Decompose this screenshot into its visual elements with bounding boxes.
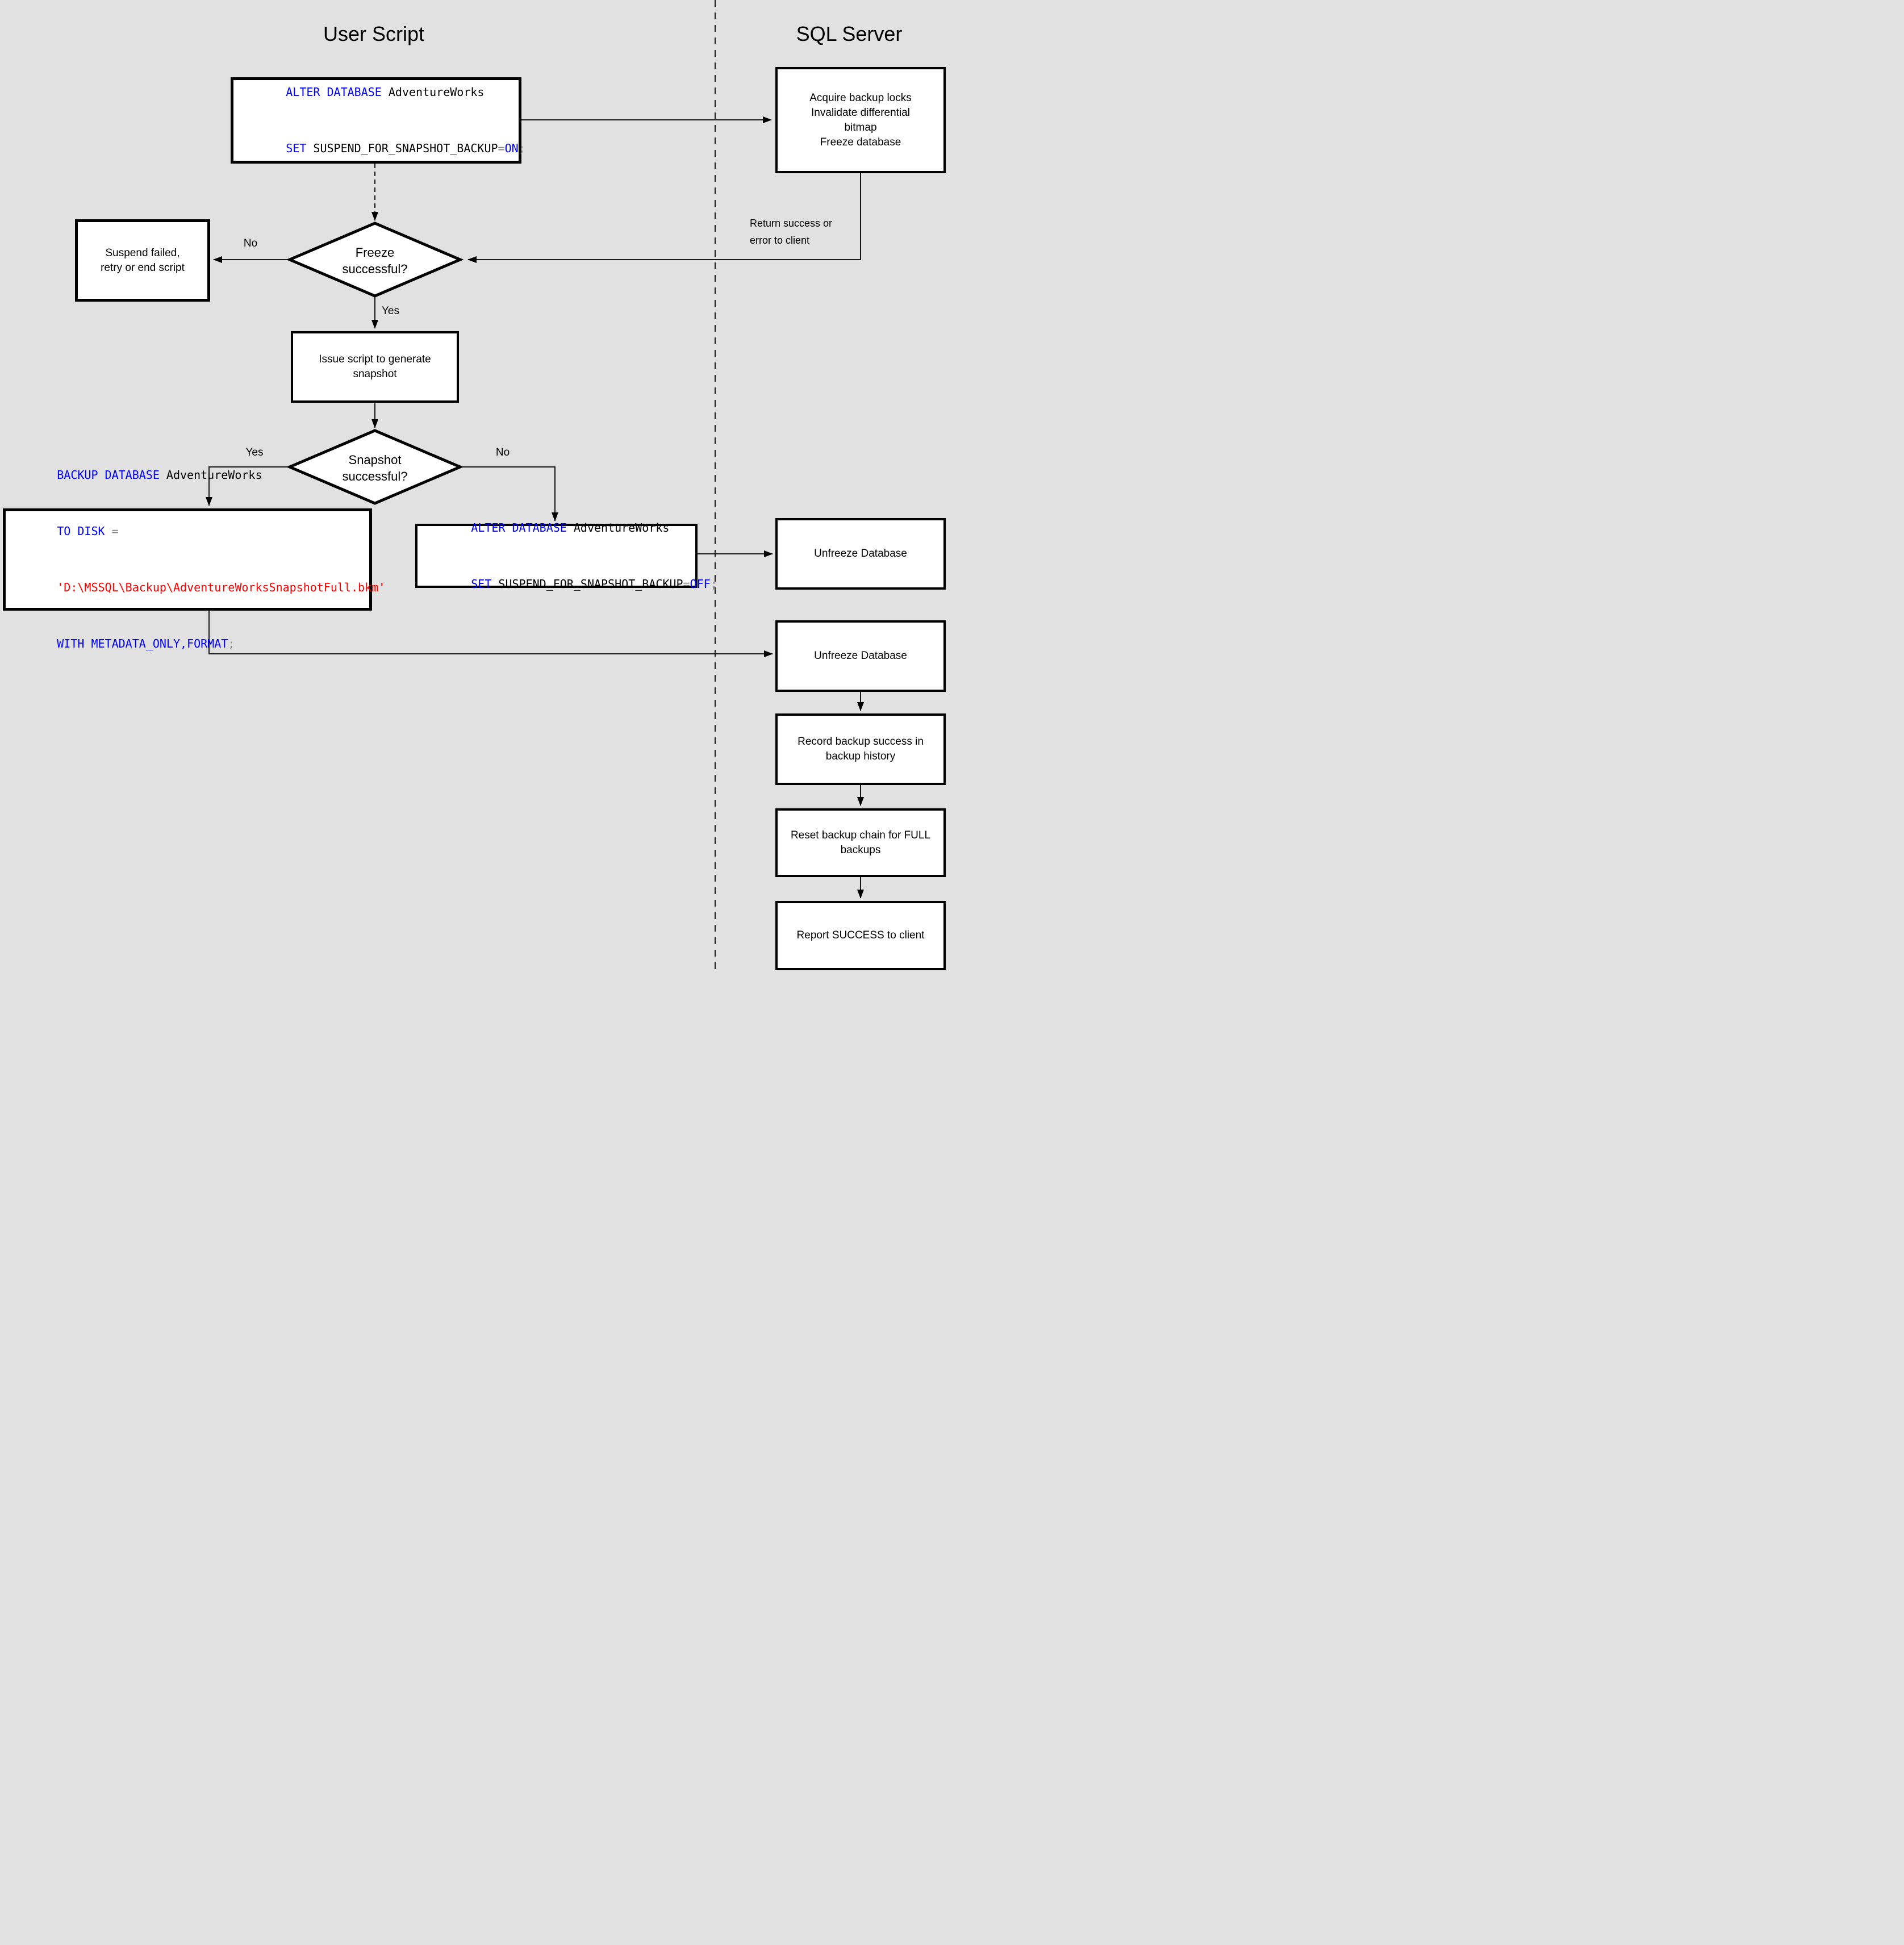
box-suspend-failed: Suspend failed, retry or end script — [75, 219, 210, 302]
box-acquire-locks: Acquire backup locks Invalidate differen… — [775, 67, 946, 173]
code-segment: ON — [504, 141, 519, 155]
decision-freeze-label: Freeze successful? — [290, 244, 460, 277]
label-freeze-no: No — [243, 237, 258, 249]
code-segment: ; — [228, 637, 235, 650]
box-record-history: Record backup success in backup history — [775, 713, 946, 785]
code-segment: TO DISK — [57, 524, 112, 538]
annotation-return-line1: Return success or — [750, 218, 833, 229]
code-segment: SUSPEND_FOR_SNAPSHOT_BACKUP — [313, 141, 498, 155]
box-issue-script: Issue script to generate snapshot — [291, 331, 459, 403]
code-segment: ALTER DATABASE — [471, 520, 574, 535]
code-segment: WITH METADATA_ONLY,FORMAT — [57, 637, 228, 650]
annotation-return-status: Return success or error to client — [750, 215, 863, 249]
box-reset-chain-line1: Reset backup chain for FULL — [790, 829, 931, 841]
box-record-history-line2: backup history — [825, 750, 896, 762]
label-freeze-yes: Yes — [382, 305, 399, 317]
code-segment: AdventureWorks — [166, 468, 262, 482]
box-issue-script-line1: Issue script to generate — [319, 353, 431, 365]
box-reset-chain: Reset backup chain for FULL backups — [775, 808, 946, 877]
decision-snapshot-shape — [286, 429, 464, 505]
box-acquire-locks-line4: Freeze database — [820, 136, 901, 148]
decision-freeze-line2: successful? — [342, 262, 408, 276]
decision-snapshot-line2: successful? — [342, 469, 408, 483]
code-segment: ; — [710, 577, 717, 591]
box-unfreeze-top: Unfreeze Database — [775, 518, 946, 590]
arrow-acquire-to-freeze-decision — [467, 173, 861, 263]
code-segment: OFF — [690, 577, 711, 591]
code-segment: = — [683, 577, 690, 591]
box-suspend-failed-line2: retry or end script — [101, 261, 185, 274]
arrow-backup-to-unfreeze-bottom — [208, 611, 773, 657]
box-unfreeze-top-label: Unfreeze Database — [814, 548, 907, 560]
box-acquire-locks-line1: Acquire backup locks — [809, 91, 912, 104]
lane-title-user-script: User Script — [323, 22, 425, 45]
box-backup-metadata-only: BACKUP DATABASE AdventureWorks TO DISK =… — [3, 468, 385, 650]
code-segment: 'D:\MSSQL\Backup\AdventureWorksSnapshotF… — [57, 581, 386, 594]
box-alter-suspend-off: ALTER DATABASE AdventureWorks SET SUSPEN… — [415, 520, 717, 591]
box-acquire-locks-line2: Invalidate differential — [811, 106, 910, 119]
box-report-success-label: Report SUCCESS to client — [796, 929, 925, 941]
label-snapshot-no: No — [495, 446, 510, 458]
box-unfreeze-bottom: Unfreeze Database — [775, 620, 946, 692]
code-segment: AdventureWorks — [388, 85, 485, 99]
box-acquire-locks-line3: bitmap — [844, 121, 877, 133]
label-snapshot-yes: Yes — [245, 446, 264, 458]
box-unfreeze-bottom-label: Unfreeze Database — [814, 650, 907, 662]
connector-layer — [206, 0, 864, 972]
box-reset-chain-line2: backups — [840, 844, 881, 856]
arrow-snapshot-no — [460, 466, 558, 521]
annotation-return-line2: error to client — [750, 235, 810, 246]
code-segment: = — [111, 524, 119, 538]
decision-snapshot-line1: Snapshot — [348, 453, 402, 467]
code-segment: SUSPEND_FOR_SNAPSHOT_BACKUP — [498, 577, 683, 591]
box-suspend-failed-line1: Suspend failed, — [105, 247, 180, 259]
flowchart-canvas: User Script SQL Server ALTER DATABASE Ad… — [0, 0, 952, 972]
arrow-snapshot-yes — [206, 466, 290, 506]
code-segment: SET — [286, 141, 314, 155]
decision-snapshot-label: Snapshot successful? — [290, 452, 460, 485]
code-segment: SET — [471, 577, 499, 591]
code-segment: = — [498, 141, 505, 155]
decision-freeze-shape — [286, 222, 464, 298]
box-alter-suspend-on: ALTER DATABASE AdventureWorks SET SUSPEN… — [231, 77, 525, 164]
box-report-success: Report SUCCESS to client — [775, 901, 946, 970]
code-segment: BACKUP DATABASE — [57, 468, 166, 482]
box-record-history-line1: Record backup success in — [797, 736, 924, 748]
code-segment: AdventureWorks — [573, 520, 670, 535]
lane-title-sql-server: SQL Server — [796, 22, 903, 45]
code-segment: ; — [518, 141, 525, 155]
decision-freeze-line1: Freeze — [355, 245, 395, 260]
box-issue-script-line2: snapshot — [353, 368, 397, 380]
code-segment: ALTER DATABASE — [286, 85, 389, 99]
